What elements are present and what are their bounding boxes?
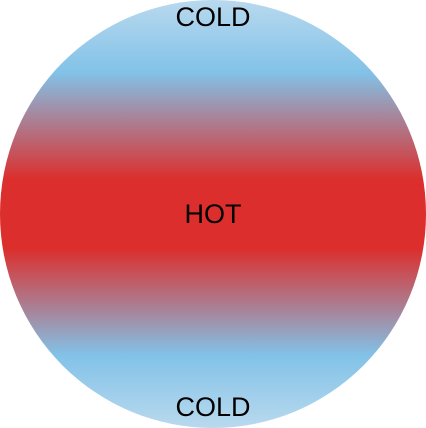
bottom-cold-label: COLD [175,392,251,422]
center-hot-label: HOT [184,199,242,229]
top-cold-label: COLD [175,2,251,32]
